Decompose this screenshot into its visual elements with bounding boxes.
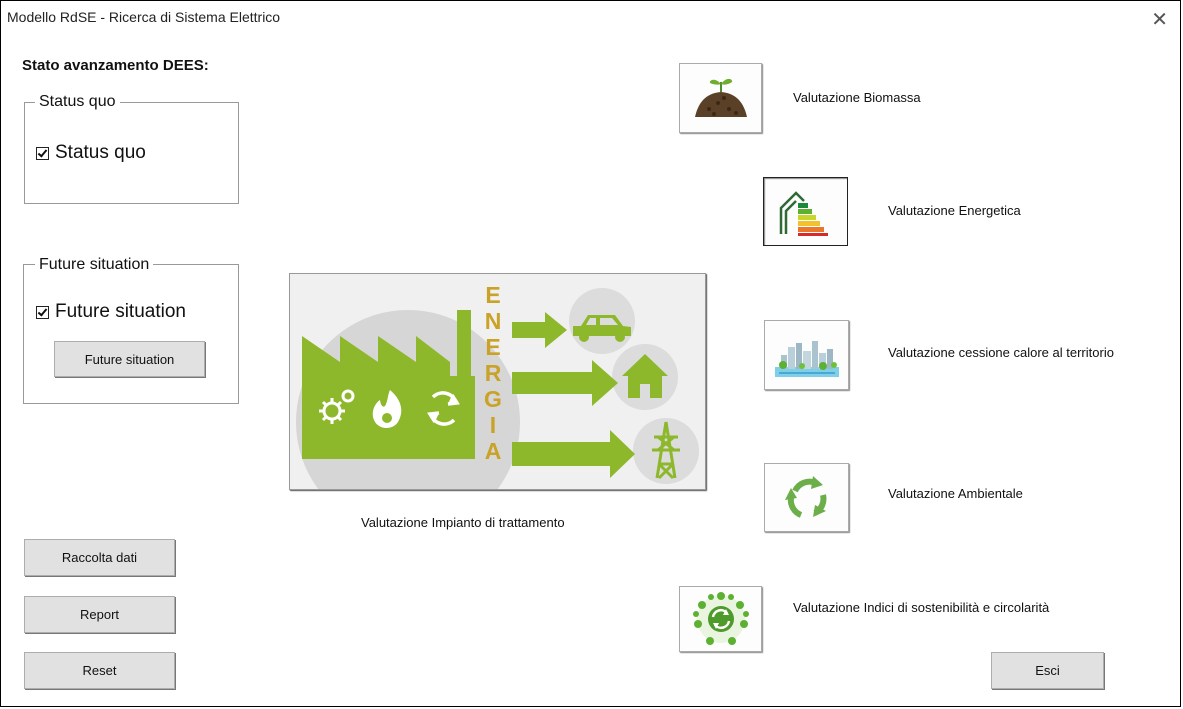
future-situation-group-label: Future situation (35, 256, 154, 274)
plant-evaluation-label: Valutazione Impianto di trattamento (361, 515, 565, 530)
energia-letter: E (485, 282, 501, 308)
heat-transfer-evaluation-button[interactable] (764, 320, 849, 390)
arrow-to-house (512, 360, 618, 406)
biomass-evaluation-label: Valutazione Biomassa (793, 90, 921, 105)
arrow-to-car (512, 312, 567, 348)
environmental-evaluation-label: Valutazione Ambientale (888, 486, 1023, 501)
title-bar: Modello RdSE - Ricerca di Sistema Elettr… (1, 1, 1180, 35)
status-quo-checkbox-label: Status quo (55, 142, 146, 163)
close-icon[interactable]: ✕ (1151, 9, 1168, 31)
report-button[interactable]: Report (24, 596, 175, 633)
pylon-icon (652, 421, 680, 480)
energy-evaluation-button[interactable] (763, 177, 848, 246)
status-quo-checkbox[interactable]: Status quo (36, 142, 146, 164)
car-icon (573, 315, 631, 336)
status-quo-group-label: Status quo (35, 93, 120, 111)
checkbox-check-icon[interactable] (36, 305, 49, 319)
reset-button[interactable]: Reset (24, 652, 175, 689)
window-title: Modello RdSE - Ricerca di Sistema Elettr… (7, 9, 281, 25)
environmental-evaluation-button[interactable] (764, 463, 849, 532)
future-situation-group (23, 264, 239, 404)
biomass-icon (694, 78, 747, 117)
checkbox-check-icon[interactable] (36, 146, 49, 160)
future-situation-checkbox-label: Future situation (55, 301, 186, 322)
sustainability-icon (692, 592, 749, 645)
energia-letter: I (489, 412, 497, 438)
energia-letter: N (484, 308, 502, 334)
heat-transfer-evaluation-label: Valutazione cessione calore al territori… (888, 345, 1114, 360)
future-situation-checkbox[interactable]: Future situation (36, 301, 186, 323)
energia-letter: E (485, 334, 501, 360)
house-icon (622, 354, 668, 398)
biomass-evaluation-button[interactable] (679, 63, 762, 133)
city-icon (774, 341, 839, 377)
arrow-to-pylon (512, 430, 635, 478)
energia-letter: A (484, 438, 502, 464)
flame-icon (372, 390, 402, 428)
recycle-icon (784, 475, 826, 518)
flame-core-icon (382, 413, 392, 423)
energy-evaluation-label: Valutazione Energetica (888, 203, 1021, 218)
sustainability-evaluation-button[interactable] (679, 586, 762, 652)
gears-icon (319, 389, 355, 424)
energia-letter: R (484, 360, 502, 386)
plant-evaluation-button[interactable]: E N E R G I A (289, 273, 706, 490)
exit-button[interactable]: Esci (991, 652, 1104, 689)
energy-class-icon (779, 190, 828, 236)
energia-letter: G (484, 386, 502, 412)
future-situation-button[interactable]: Future situation (54, 341, 205, 377)
energia-word: E N E R G I A (483, 282, 503, 464)
sustainability-evaluation-label: Valutazione Indici di sostenibilità e ci… (793, 600, 1050, 615)
raccolta-dati-button[interactable]: Raccolta dati (24, 539, 175, 576)
progress-heading: Stato avanzamento DEES: (22, 57, 209, 74)
plant-illustration (296, 288, 699, 489)
status-quo-group (24, 102, 239, 204)
recycle-icon (427, 391, 460, 426)
